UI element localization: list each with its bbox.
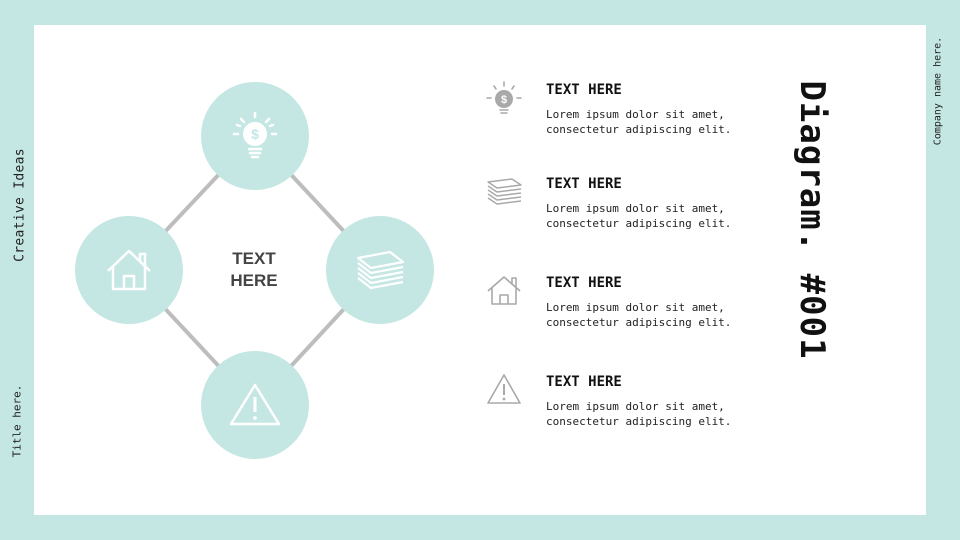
- stack-icon: [487, 178, 522, 205]
- svg-text:$: $: [251, 126, 259, 142]
- list-item: $ TEXT HERE Lorem ipsum dolor sit amet, …: [482, 81, 782, 142]
- item-description-line2: consectetur adipiscing elit.: [546, 217, 732, 230]
- item-description-line1: Lorem ipsum dolor sit amet,: [546, 301, 725, 314]
- lightbulb-dollar-icon: $: [232, 111, 278, 159]
- item-description-line1: Lorem ipsum dolor sit amet,: [546, 108, 725, 121]
- item-title: TEXT HERE: [546, 176, 622, 192]
- item-description: Lorem ipsum dolor sit amet, consectetur …: [546, 399, 776, 429]
- node-left: [75, 216, 183, 324]
- center-label-line2: HERE: [230, 271, 278, 290]
- list-item: TEXT HERE Lorem ipsum dolor sit amet, co…: [482, 176, 782, 236]
- lightbulb-dollar-icon: $: [486, 81, 522, 114]
- svg-text:$: $: [501, 94, 507, 106]
- list-item: TEXT HERE Lorem ipsum dolor sit amet, co…: [482, 275, 782, 335]
- house-icon: [487, 276, 521, 305]
- diagram-center-label: TEXT HERE: [204, 248, 304, 292]
- center-label-line1: TEXT: [232, 249, 276, 268]
- stack-icon: [356, 250, 405, 290]
- item-description: Lorem ipsum dolor sit amet, consectetur …: [546, 201, 776, 231]
- node-top: $: [201, 82, 309, 190]
- warning-icon: [229, 383, 281, 426]
- item-description-line1: Lorem ipsum dolor sit amet,: [546, 202, 725, 215]
- item-description-line1: Lorem ipsum dolor sit amet,: [546, 400, 725, 413]
- item-title: TEXT HERE: [546, 374, 622, 390]
- list-item: TEXT HERE Lorem ipsum dolor sit amet, co…: [482, 374, 782, 434]
- house-icon: [107, 249, 151, 291]
- item-title: TEXT HERE: [546, 82, 622, 98]
- item-description-line2: consectetur adipiscing elit.: [546, 316, 732, 329]
- item-description: Lorem ipsum dolor sit amet, consectetur …: [546, 300, 776, 330]
- item-description-line2: consectetur adipiscing elit.: [546, 123, 732, 136]
- item-title: TEXT HERE: [546, 275, 622, 291]
- item-description-line2: consectetur adipiscing elit.: [546, 415, 732, 428]
- node-bottom: [201, 351, 309, 459]
- warning-icon: [487, 374, 521, 404]
- node-right: [326, 216, 434, 324]
- item-description: Lorem ipsum dolor sit amet, consectetur …: [546, 107, 776, 137]
